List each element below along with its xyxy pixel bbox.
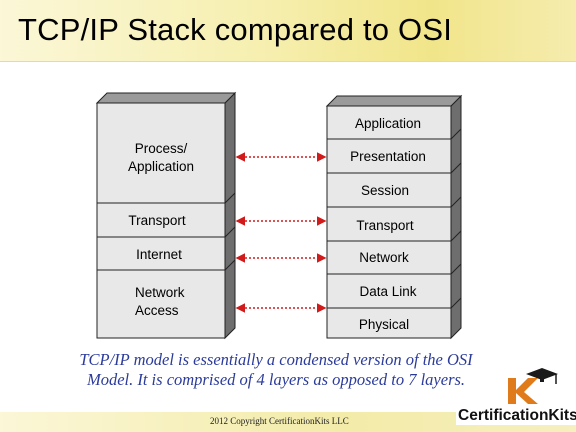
tcpip-label-3: Internet xyxy=(136,247,182,262)
osi-label-network: Network xyxy=(359,250,409,265)
caption-line-2: Model. It is comprised of 4 layers as op… xyxy=(86,370,466,389)
slide-title: TCP/IP Stack compared to OSI xyxy=(18,12,453,47)
osi-layer-physical xyxy=(326,307,452,339)
osi-layer-network xyxy=(326,240,452,275)
tcpip-stack: Process/ Application Transport Internet … xyxy=(95,91,237,340)
osi-layer-data-link xyxy=(326,273,452,309)
caption-line-1: TCP/IP model is essentially a condensed … xyxy=(79,350,473,369)
tcpip-label-1b: Application xyxy=(128,159,194,174)
mapping-arrows xyxy=(235,152,327,313)
copyright-text: 2012 Copyright CertificationKits LLC xyxy=(210,416,349,426)
caption: TCP/IP model is essentially a condensed … xyxy=(56,350,496,390)
certificationkits-logo-icon xyxy=(508,368,558,404)
osi-label-presentation: Presentation xyxy=(350,149,426,164)
osi-layer-application xyxy=(326,105,452,140)
osi-label-data-link: Data Link xyxy=(359,284,416,299)
tcpip-layer-application xyxy=(96,102,226,204)
title-divider xyxy=(0,61,576,62)
logo-wordmark: CertificationKits xyxy=(456,407,576,425)
tcpip-layer-network-access xyxy=(96,269,226,339)
footer-bar xyxy=(0,412,576,432)
osi-stack: Application Presentation Session Transpo… xyxy=(325,94,463,340)
osi-label-session: Session xyxy=(361,183,409,198)
osi-label-transport: Transport xyxy=(356,218,414,233)
osi-layer-transport xyxy=(326,206,452,242)
tcpip-label-4a: Network xyxy=(135,285,185,300)
osi-layer-presentation xyxy=(326,138,452,174)
osi-label-physical: Physical xyxy=(359,317,409,332)
tcpip-label-4b: Access xyxy=(135,303,179,318)
tcpip-label-1a: Process/ xyxy=(135,141,188,156)
title-bar xyxy=(0,0,576,62)
osi-label-application: Application xyxy=(355,116,421,131)
tcpip-label-2: Transport xyxy=(128,213,186,228)
